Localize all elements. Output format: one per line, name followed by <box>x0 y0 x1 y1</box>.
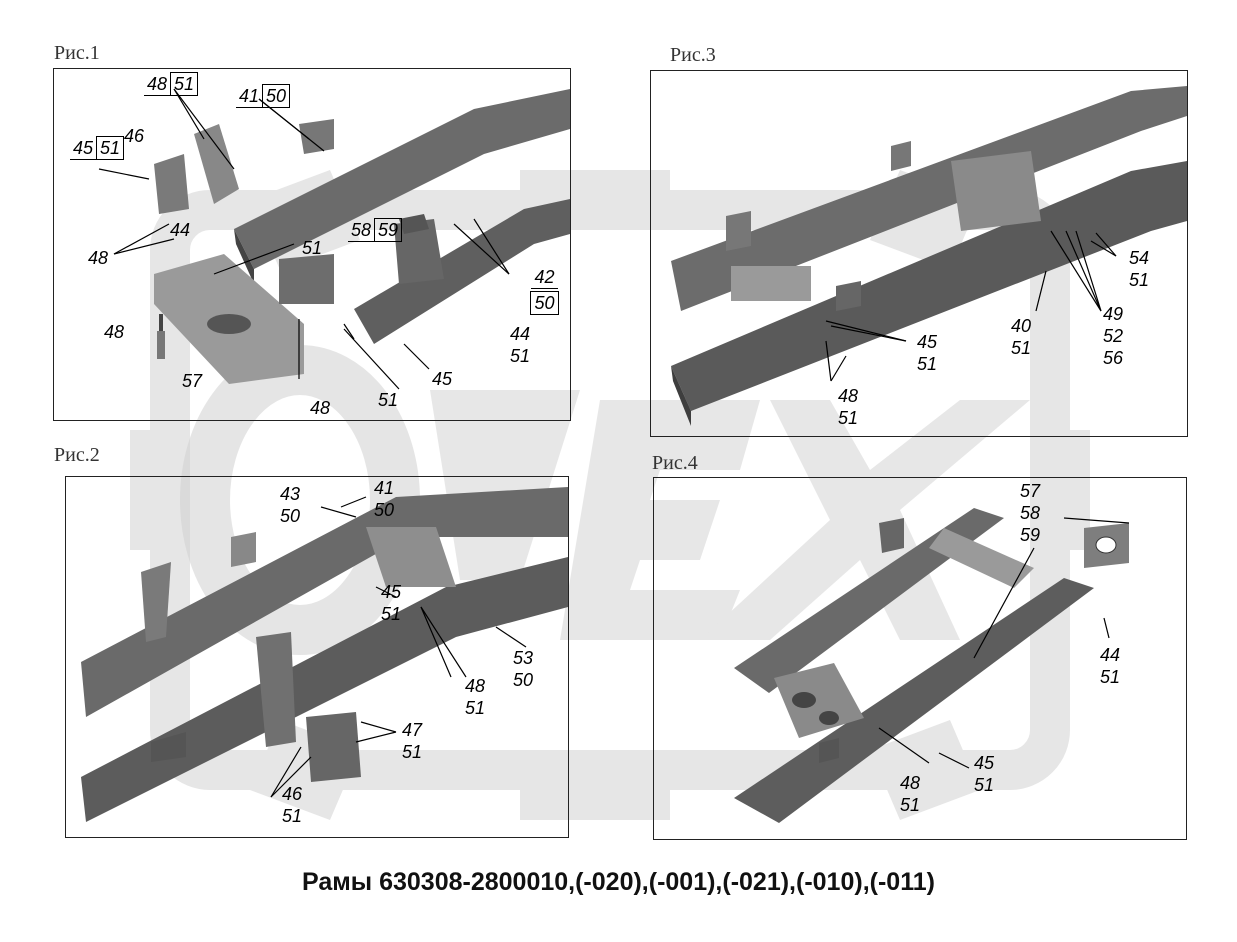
fig1-callout-51b: 51 <box>378 390 399 410</box>
fig1-callout-48c: 48 <box>310 398 331 418</box>
fig1-callout-48a: 48 <box>88 248 109 268</box>
fig1-callout-44a: 44 <box>170 220 191 240</box>
fig1-callout-42-50: 4250 <box>519 265 570 316</box>
fig1-caption: Рис.1 <box>54 42 100 64</box>
fig4-drawing <box>734 508 1130 823</box>
fig3-drawing <box>671 86 1187 426</box>
page-title: Рамы 630308-2800010,(-020),(-001),(-021)… <box>302 868 935 896</box>
fig1-callout-46: 46 <box>124 126 145 146</box>
fig1-callout-45: 45 <box>432 369 453 389</box>
fig1-callout-57: 57 <box>182 371 203 391</box>
fig4-caption: Рис.4 <box>652 452 698 474</box>
fig2-caption: Рис.2 <box>54 444 100 466</box>
fig1-callout-48b: 48 <box>104 322 125 342</box>
fig3-caption: Рис.3 <box>670 44 716 66</box>
fig1-drawing <box>98 88 570 390</box>
fig2-drawing <box>81 487 568 822</box>
fig1-callout-51a: 51 <box>302 238 323 258</box>
